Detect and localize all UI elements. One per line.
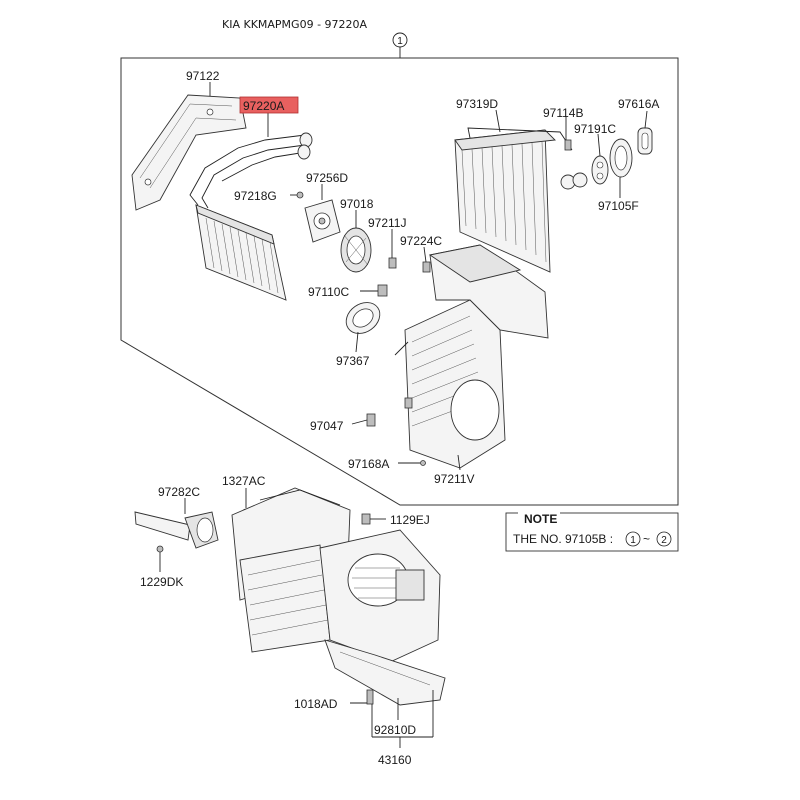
assembly-frame [120, 57, 679, 506]
note-range-sep: ~ [643, 532, 650, 546]
label-97211V[interactable]: 97211V [434, 472, 474, 486]
label-1229DK[interactable]: 1229DK [140, 575, 183, 589]
label-97218G[interactable]: 97218G [234, 189, 277, 203]
leader-lines [159, 82, 648, 748]
screw-97168A[interactable] [420, 460, 426, 466]
label-97220A-highlight-box [239, 96, 299, 114]
label-97110C[interactable]: 97110C [308, 285, 349, 299]
part-97110C[interactable] [377, 284, 388, 297]
note-text: THE NO. 97105B : [513, 532, 613, 546]
note-box: NOTE THE NO. 97105B : 1 ~ 2 [505, 509, 679, 552]
label-97220A: 97220A [243, 99, 284, 113]
note-range-end: 2 [661, 535, 667, 546]
group-callout: 1 [392, 32, 408, 58]
label-1018AD[interactable]: 1018AD [294, 697, 338, 711]
label-97122[interactable]: 97122 [186, 69, 220, 83]
label-97224C[interactable]: 97224C [400, 234, 442, 248]
label-97168A[interactable]: 97168A [348, 457, 389, 471]
actuator-motor-97018[interactable] [340, 227, 372, 273]
bolt-1129EJ[interactable] [361, 513, 371, 525]
screw-97218G[interactable] [296, 191, 304, 199]
screw-1018AD[interactable] [366, 689, 374, 705]
heater-case-97211V[interactable] [394, 244, 549, 469]
seal-97367[interactable] [340, 296, 386, 340]
label-92810D[interactable]: 92810D [374, 723, 416, 737]
label-97282C[interactable]: 97282C [158, 485, 200, 499]
label-43160[interactable]: 43160 [378, 753, 412, 767]
note-range-end-circle [656, 531, 672, 547]
label-1129EJ[interactable]: 1129EJ [390, 513, 430, 527]
gasket-97191C[interactable] [591, 155, 609, 185]
label-97018[interactable]: 97018 [340, 197, 374, 211]
cover-92810D[interactable] [324, 639, 446, 706]
label-97319D[interactable]: 97319D [456, 97, 498, 111]
diagram-title: KIA KKMAPMG09 - 97220A [222, 18, 368, 31]
label-97191C[interactable]: 97191C [574, 122, 616, 136]
label-97256D[interactable]: 97256D [306, 171, 348, 185]
note-range-start-circle [625, 531, 641, 547]
clip-97211J[interactable] [388, 257, 397, 269]
label-1327AC[interactable]: 1327AC [222, 474, 266, 488]
label-97211J[interactable]: 97211J [368, 216, 406, 230]
packing-97616A[interactable] [637, 127, 653, 155]
label-97616A[interactable]: 97616A [618, 97, 659, 111]
bracket-97122[interactable] [131, 94, 247, 211]
clip-97047[interactable] [366, 413, 376, 427]
label-97367[interactable]: 97367 [336, 354, 370, 368]
oring-97105F[interactable] [609, 138, 633, 178]
label-97114B[interactable]: 97114B [543, 106, 583, 120]
actuator-97256D[interactable] [304, 199, 341, 243]
lever-97282C[interactable] [134, 511, 219, 549]
note-header: NOTE [524, 512, 557, 526]
group-callout-number: 1 [397, 36, 403, 47]
note-range-start: 1 [630, 535, 636, 546]
clip-97224C[interactable] [422, 261, 431, 273]
label-97220A-highlighted[interactable]: 97220A [239, 96, 299, 114]
bolt-97114B[interactable] [564, 139, 572, 151]
evaporator-97319D[interactable] [454, 127, 588, 273]
heater-core-97220A[interactable] [189, 132, 313, 301]
screw-1229DK[interactable] [156, 545, 164, 553]
label-97047[interactable]: 97047 [310, 419, 344, 433]
label-97105F[interactable]: 97105F [598, 199, 639, 213]
heater-blower-assembly-43160[interactable] [231, 487, 441, 663]
